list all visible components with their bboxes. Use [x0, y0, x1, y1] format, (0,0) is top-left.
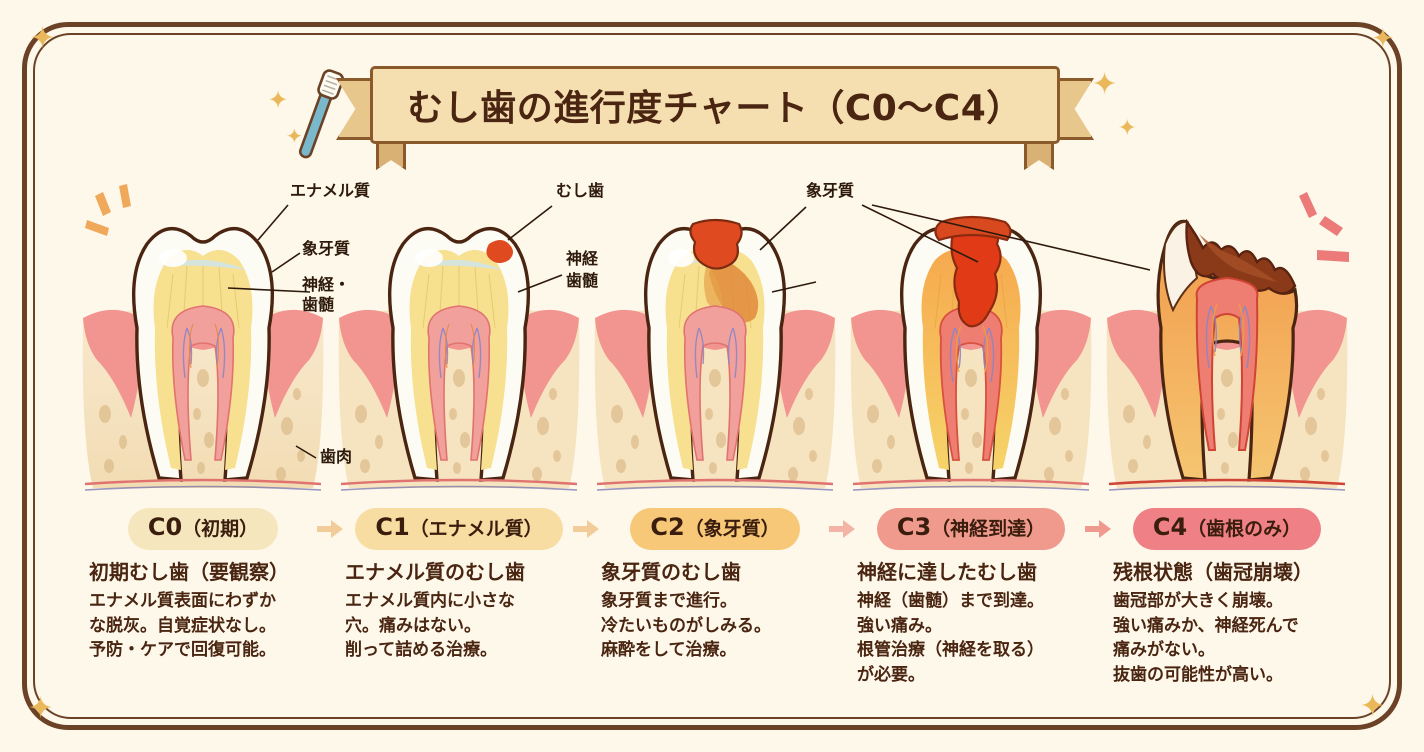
stage-body-line: 麻酔をして治療。	[601, 640, 737, 661]
tooth-illustration-c4	[1099, 178, 1355, 503]
arrow-icon-c1-c2	[571, 518, 601, 540]
stage-heading-c3: 神経に達したむし歯	[857, 560, 1037, 584]
stage-code-c4: C4	[1152, 513, 1188, 542]
decay-dentin-c2	[709, 256, 759, 323]
tooth-illustration-c2	[587, 178, 843, 503]
tooth-illustration-c3	[843, 178, 1099, 503]
stage-description-c1: エナメル質のむし歯 エナメル質内に小さな 穴。痛みはない。 削って詰める治療。	[331, 560, 587, 710]
sparkle-icon-bottom-right: ✦	[1360, 689, 1386, 724]
sparkle-icon-top-left: ✦	[30, 21, 56, 56]
stage-code-c3: C3	[896, 513, 932, 542]
stage-body-line: エナメル質表面にわずか	[89, 591, 276, 611]
stage-description-c3: 神経に達したむし歯 神経（歯髄）まで到達。 強い痛み。 根管治療（神経を取る） …	[843, 560, 1099, 710]
stage-badge-cell-c2: C2（象牙質）	[587, 508, 855, 550]
stage-badge-c1[interactable]: C1（エナメル質）	[355, 508, 563, 550]
stage-body-line: 痛みがない。	[1113, 640, 1215, 661]
sparkle-icon-banner-right-b: ✦	[1118, 116, 1137, 141]
stage-badge-c4[interactable]: C4（歯根のみ）	[1132, 508, 1322, 550]
stage-description-c4: 残根状態（歯冠崩壊） 歯冠部が大きく崩壊。 強い痛みか、神経死んで 痛みがない。…	[1099, 560, 1355, 710]
stage-code-c0: C0	[147, 513, 183, 542]
banner-fold-right	[1024, 144, 1054, 170]
banner-plate: むし歯の進行度チャート（C0〜C4）	[370, 66, 1060, 144]
stage-badge-c0[interactable]: C0（初期）	[127, 508, 279, 550]
sparkle-icon-banner-right-a: ✦	[1092, 67, 1118, 102]
label-cavity: むし歯	[556, 181, 605, 200]
stage-body-c1: エナメル質内に小さな 穴。痛みはない。 削って詰める治療。	[345, 589, 581, 663]
stage-body-line: な脱灰。自覚症状なし。	[89, 615, 276, 636]
teeth-diagram-row	[75, 178, 1355, 503]
stage-body-line: 強い痛み。	[857, 615, 942, 636]
stage-badge-cell-c4: C4（歯根のみ）	[1099, 508, 1355, 550]
label-pulp2-line1: 神経	[566, 249, 599, 268]
arrow-icon-c2-c3	[827, 518, 857, 540]
stage-body-line: 穴。痛みはない。	[345, 615, 481, 636]
stage-heading-c2: 象牙質のむし歯	[601, 560, 741, 584]
stage-body-line: 予防・ケアで回復可能。	[89, 640, 276, 661]
stage-body-line: 強い痛みか、神経死んで	[1113, 615, 1299, 636]
stage-code-c1: C1	[375, 513, 410, 542]
cavity-crater-c2	[689, 218, 743, 270]
arrow-icon-c3-c4	[1083, 518, 1113, 540]
stage-description-c2: 象牙質のむし歯 象牙質まで進行。 冷たいものがしみる。 麻酔をして治療。	[587, 560, 843, 710]
tooth-illustration-c1	[331, 178, 587, 503]
tooth-illustration-c0	[75, 178, 331, 503]
stage-body-c3: 神経（歯髄）まで到達。 強い痛み。 根管治療（神経を取る） が必要。	[857, 589, 1093, 688]
stage-body-line: 根管治療（神経を取る）	[857, 640, 1044, 661]
stage-body-c4: 歯冠部が大きく崩壊。 強い痛みか、神経死んで 痛みがない。 抜歯の可能性が高い。	[1113, 589, 1349, 688]
banner-fold-left	[376, 144, 406, 170]
stage-code-sub-c4: （歯根のみ）	[1187, 518, 1302, 541]
label-dentin: 象牙質	[302, 239, 351, 258]
stage-body-line: 冷たいものがしみる。	[601, 615, 771, 636]
label-pulp-line1: 神経・	[302, 275, 351, 294]
stage-badge-row: C0（初期） C1（エナメル質） C2（象牙質） C3（神経到達）	[75, 508, 1355, 550]
label-pulp-line2: 歯髄	[302, 295, 335, 314]
stage-heading-c1: エナメル質のむし歯	[345, 560, 525, 584]
stage-heading-c4: 残根状態（歯冠崩壊）	[1113, 560, 1313, 584]
stage-badge-c2[interactable]: C2（象牙質）	[630, 508, 800, 550]
stage-badge-c3[interactable]: C3（神経到達）	[876, 508, 1066, 550]
label-pulp2-line2: 歯髄	[566, 271, 599, 290]
stage-body-line: が必要。	[857, 664, 925, 685]
stage-body-line: 抜歯の可能性が高い。	[1113, 664, 1283, 685]
stage-code-sub-c1: （エナメル質）	[409, 518, 543, 541]
stage-body-c2: 象牙質まで進行。 冷たいものがしみる。 麻酔をして治療。	[601, 589, 837, 663]
stage-body-line: 歯冠部が大きく崩壊。	[1113, 591, 1283, 611]
stage-badge-cell-c1: C1（エナメル質）	[331, 508, 599, 550]
stage-body-line: 象牙質まで進行。	[601, 591, 737, 611]
stage-code-c2: C2	[650, 513, 685, 542]
label-dentin2: 象牙質	[806, 181, 855, 200]
stage-badge-cell-c0: C0（初期）	[75, 508, 343, 550]
cavity-spot-c1	[486, 240, 513, 263]
arrow-icon-c0-c1	[315, 518, 345, 540]
toothbrush-icon	[298, 69, 345, 159]
stage-code-sub-c3: （神経到達）	[931, 518, 1046, 541]
label-gum: 歯肉	[320, 447, 353, 466]
stage-description-row: 初期むし歯（要観察） エナメル質表面にわずか な脱灰。自覚症状なし。 予防・ケア…	[75, 560, 1355, 710]
stage-heading-c0: 初期むし歯（要観察）	[89, 560, 289, 584]
label-enamel: エナメル質	[290, 181, 371, 200]
stage-body-line: 削って詰める治療。	[345, 640, 498, 661]
stage-description-c0: 初期むし歯（要観察） エナメル質表面にわずか な脱灰。自覚症状なし。 予防・ケア…	[75, 560, 331, 710]
sparkle-icon-bottom-left: ✦	[28, 691, 54, 726]
sparkle-icon-top-right: ✦	[1372, 24, 1394, 54]
stage-body-c0: エナメル質表面にわずか な脱灰。自覚症状なし。 予防・ケアで回復可能。	[89, 589, 325, 663]
title-banner: むし歯の進行度チャート（C0〜C4）	[336, 66, 1094, 170]
page-title: むし歯の進行度チャート（C0〜C4）	[407, 88, 1023, 129]
stage-code-sub-c0: （初期）	[182, 518, 259, 541]
stage-badge-cell-c3: C3（神経到達）	[843, 508, 1111, 550]
stage-body-line: エナメル質内に小さな	[345, 591, 515, 611]
stage-body-line: 神経（歯髄）まで到達。	[857, 591, 1044, 611]
stage-code-sub-c2: （象牙質）	[684, 518, 780, 541]
